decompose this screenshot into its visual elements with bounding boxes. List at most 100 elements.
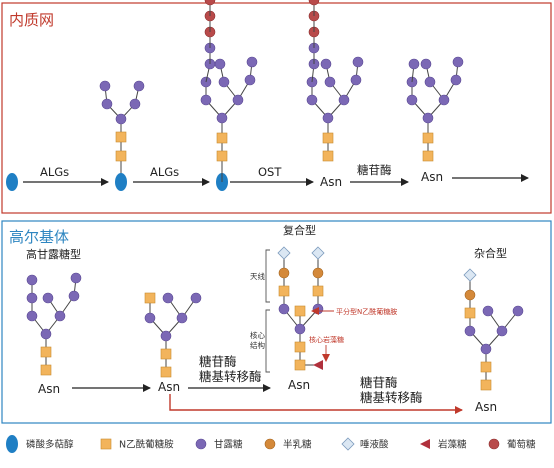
mannose-circle-icon — [195, 438, 207, 450]
glcnac-square-icon — [216, 132, 228, 144]
legend-label: 磷酸多萜醇 — [26, 439, 74, 451]
legend-item-galactose-circle: 半乳糖 — [264, 438, 312, 451]
mannose-circle-icon — [190, 292, 202, 304]
mannose-circle-icon — [54, 310, 66, 322]
galactose-circle-icon — [278, 267, 290, 279]
mannose-circle-icon — [438, 94, 450, 106]
er-panel-border — [1, 2, 552, 214]
mannose-circle-icon — [42, 292, 54, 304]
core-fucose-label: 核心岩藻糖 — [309, 335, 344, 344]
mannose-circle-icon — [244, 74, 256, 86]
mannose-circle-icon — [306, 94, 318, 106]
mannose-circle-icon — [512, 305, 524, 317]
glcnac-square-icon — [294, 341, 306, 353]
mannose-circle-icon — [232, 94, 244, 106]
mannose-circle-icon — [200, 94, 212, 106]
dolichol-phosphate-icon — [6, 435, 18, 453]
glcnac-square-icon — [422, 132, 434, 144]
glcnac-square-icon — [115, 150, 127, 162]
glucose-circle-icon — [204, 0, 216, 6]
mannose-circle-icon — [115, 113, 127, 125]
enzyme-label-2a: 糖苷酶 — [360, 375, 398, 390]
antenna-label: 天线 — [250, 271, 265, 281]
legend: 磷酸多萜醇 N乙酰葡糖胺 甘露糖 半乳糖 唾液酸 岩藻糖 葡萄糖 — [6, 435, 536, 453]
glcnac-square-icon — [322, 132, 334, 144]
mannose-circle-icon — [324, 76, 336, 88]
golgi-asn-label-4: Asn — [475, 400, 497, 414]
mannose-circle-icon — [40, 328, 52, 340]
er-panel-title: 内质网 — [9, 11, 54, 29]
glcnac-square-icon — [294, 359, 306, 371]
mannose-circle-icon — [338, 94, 350, 106]
glcnac-square-icon — [160, 366, 172, 378]
legend-item-mannose-circle: 甘露糖 — [195, 438, 243, 451]
mannose-circle-icon — [312, 303, 324, 315]
fucose-triangle-icon — [420, 439, 430, 449]
mannose-circle-icon — [452, 56, 464, 68]
glcnac-square-icon — [480, 379, 492, 391]
golgi-asn-label-3: Asn — [288, 378, 310, 392]
mannose-circle-icon — [99, 80, 111, 92]
mannose-circle-icon — [101, 98, 113, 110]
sialic-diamond-icon — [341, 437, 355, 451]
legend-label: 葡萄糖 — [507, 439, 536, 451]
dolichol-phosphate-icon — [6, 173, 18, 191]
glucose-circle-icon — [308, 0, 320, 6]
hybrid-type-label: 杂合型 — [474, 246, 507, 260]
er-step-1-label: ALGs — [40, 165, 69, 179]
mannose-circle-icon — [68, 290, 80, 302]
mannose-circle-icon — [26, 274, 38, 286]
golgi-asn-label-1: Asn — [38, 382, 60, 396]
mannose-circle-icon — [408, 58, 420, 70]
mannose-circle-icon — [176, 312, 188, 324]
mannose-circle-icon — [322, 112, 334, 124]
legend-item-sialic-diamond: 唾液酸 — [341, 437, 389, 451]
high-mannose-label: 高甘露糖型 — [26, 247, 81, 261]
sialic-diamond-icon — [463, 268, 477, 282]
mannose-circle-icon — [162, 292, 174, 304]
glcnac-square-icon — [40, 364, 52, 376]
er-step-4-label: 糖苷酶 — [357, 163, 392, 177]
legend-label: N乙酰葡糖胺 — [119, 439, 174, 451]
mannose-circle-icon — [450, 74, 462, 86]
golgi-glycans — [26, 246, 524, 391]
core-bracket — [265, 309, 270, 373]
glcnac-square-icon — [480, 361, 492, 373]
golgi-panel-title: 高尔基体 — [9, 228, 69, 246]
mannose-circle-icon — [129, 98, 141, 110]
legend-label: 唾液酸 — [360, 439, 389, 451]
er-asn-label-1: Asn — [320, 175, 342, 189]
mannose-circle-icon — [406, 94, 418, 106]
golgi-red-arrow — [169, 394, 463, 414]
glcnac-square-icon — [144, 292, 156, 304]
mannose-circle-icon — [480, 343, 492, 355]
glcnac-square-icon — [100, 438, 112, 450]
mannose-circle-icon — [70, 272, 82, 284]
core-label-2: 结构 — [250, 340, 265, 350]
legend-label: 甘露糖 — [214, 439, 243, 451]
legend-label: 岩藻糖 — [438, 439, 467, 451]
glcnac-square-icon — [294, 305, 306, 317]
galactose-circle-icon — [312, 267, 324, 279]
mannose-circle-icon — [218, 76, 230, 88]
galactose-circle-icon — [264, 438, 276, 450]
er-step-3-label: OST — [258, 165, 282, 179]
mannose-circle-icon — [464, 325, 476, 337]
legend-item-fucose-triangle: 岩藻糖 — [420, 439, 467, 451]
enzyme-label-1b: 糖基转移酶 — [199, 369, 262, 384]
glcnac-square-icon — [322, 150, 334, 162]
mannose-circle-icon — [133, 80, 145, 92]
complex-type-label: 复合型 — [283, 223, 316, 237]
legend-item-dolichol-phosphate: 磷酸多萜醇 — [6, 435, 74, 453]
er-asn-label-2: Asn — [421, 170, 443, 184]
enzyme-label-1a: 糖苷酶 — [199, 354, 237, 369]
mannose-circle-icon — [420, 58, 432, 70]
glcnac-square-icon — [40, 346, 52, 358]
mannose-circle-icon — [350, 74, 362, 86]
mannose-circle-icon — [214, 58, 226, 70]
mannose-circle-icon — [320, 58, 332, 70]
mannose-circle-icon — [352, 56, 364, 68]
er-glycans — [6, 0, 464, 191]
golgi-panel-border — [1, 220, 552, 424]
